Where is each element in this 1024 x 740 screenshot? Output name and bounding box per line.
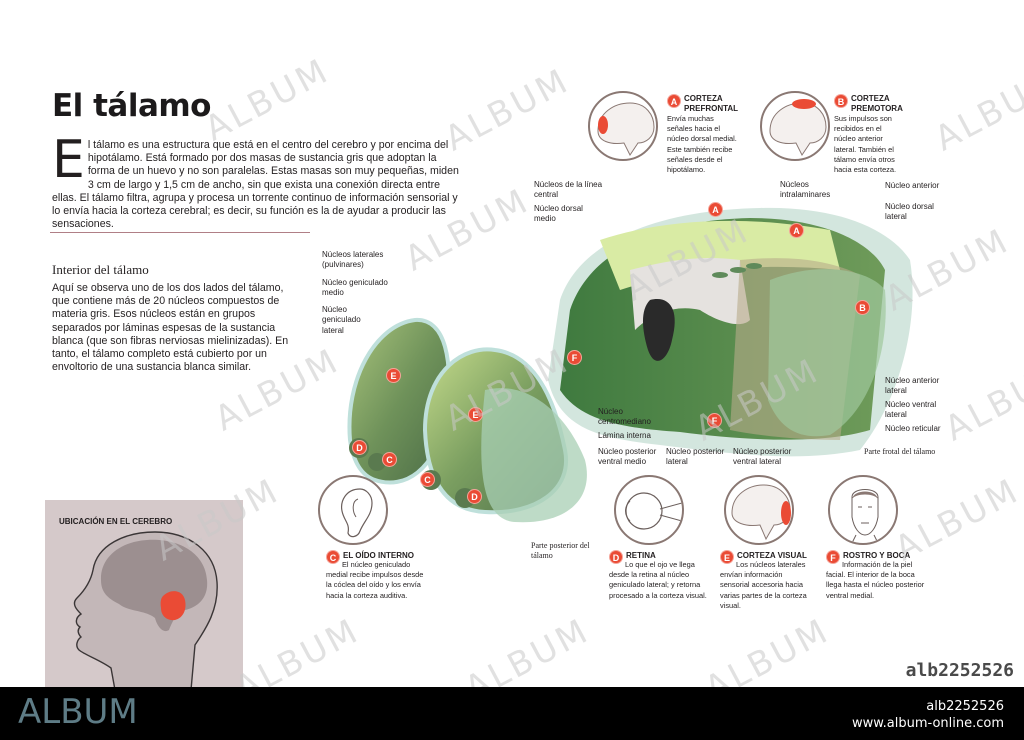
label-reticular: Núcleo reticular [885,424,941,433]
label-post-lateral: Núcleo posterior lateral [666,447,725,467]
badge-e: E [386,368,401,383]
callout-a-title: CORTEZA PREFRONTAL [684,94,739,113]
label-lamina-interna: Lámina interna [598,431,651,440]
label-geniculado-lateral: Núcleo geniculado lateral [322,305,361,335]
label-parte-frontal: Parte frotal del tálamo [864,447,936,456]
head-silhouette-icon [73,531,218,691]
callout-d-title: RETINA [626,551,656,560]
footer-image-id: alb2252526 [926,699,1004,714]
badge-d: D [352,440,367,455]
footer-url-link[interactable]: www.album-online.com [851,716,1004,731]
label-geniculado-medio: Núcleo geniculado medio [322,278,388,298]
album-logo[interactable]: ALBUM [18,692,138,732]
callout-a-badge: A [667,94,681,108]
thalamus-frontal-illustration [548,207,913,457]
brain-premotor-icon [760,91,830,161]
callout-c-badge: C [326,550,340,564]
brain-prefrontal-icon [588,91,658,161]
badge-a: A [708,202,723,217]
badge-b: B [855,300,870,315]
location-label: UBICACIÓN EN EL CEREBRO [59,517,173,526]
callout-c-text: El núcleo geniculado medial recibe impul… [326,560,424,600]
callout-f-title: ROSTRO Y BOCA [843,551,911,560]
section-divider [50,232,310,233]
badge-f: F [707,413,722,428]
drop-cap: E [52,130,85,190]
watermark: ALBUM [198,50,337,150]
intro-text: l tálamo es una estructura que está en e… [52,139,459,231]
badge-e: E [468,407,483,422]
badge-a: A [789,223,804,238]
label-dorsal-medio: Núcleo dorsal medio [534,204,583,224]
callout-e-text: Los núcleos laterales envían información… [720,560,807,610]
face-icon [828,475,898,545]
interior-title: Interior del tálamo [52,262,149,277]
callout-f-text: Información de la piel facial. El interi… [826,560,925,600]
label-centromediano: Núcleo centromediano [598,407,651,427]
callout-f-badge: F [826,550,840,564]
callout-e-badge: E [720,550,734,564]
label-dorsal-lateral: Núcleo dorsal lateral [885,202,934,222]
watermark: ALBUM [938,350,1024,450]
badge-c: C [420,472,435,487]
eye-icon [614,475,684,545]
label-ventral-lateral: Núcleo ventral lateral [885,400,937,420]
interior-text: Aquí se observa uno de los dos lados del… [52,282,289,374]
callout-e-title: CORTEZA VISUAL [737,551,807,560]
label-intralaminares: Núcleos intralaminares [780,180,831,200]
watermark: ALBUM [928,60,1024,160]
callout-c-title: EL OÍDO INTERNO [343,551,414,560]
badge-d: D [467,489,482,504]
footer-bar [0,687,1024,740]
ear-icon [318,475,388,545]
badge-c: C [382,452,397,467]
label-post-ventral-lateral: Núcleo posterior ventral lateral [733,447,792,467]
callout-a-text: Envía muchas señales hacia el núcleo dor… [667,114,737,175]
label-nucleos-laterales: Núcleos laterales (pulvinares) [322,250,384,270]
page-title: El tálamo [52,88,211,124]
location-panel [45,500,243,691]
image-id-corner: alb2252526 [905,660,1014,681]
callout-d-badge: D [609,550,623,564]
label-linea-central: Núcleos de la línea central [534,180,603,200]
badge-f: F [567,350,582,365]
thalamus-posterior-illustration [347,317,587,523]
callout-d-text: Lo que el ojo ve llega desde la retina a… [609,560,707,600]
label-parte-posterior: Parte posterior del tálamo [531,541,590,561]
label-anterior-lateral: Núcleo anterior lateral [885,376,940,396]
callout-b-text: Sus impulsos son recibidos en el núcleo … [834,114,897,175]
callout-b-badge: B [834,94,848,108]
label-nucleo-anterior: Núcleo anterior [885,181,940,190]
label-post-ventral-medio: Núcleo posterior ventral medio [598,447,657,467]
callout-b-title: CORTEZA PREMOTORA [851,94,903,113]
brain-visual-icon [724,475,794,545]
